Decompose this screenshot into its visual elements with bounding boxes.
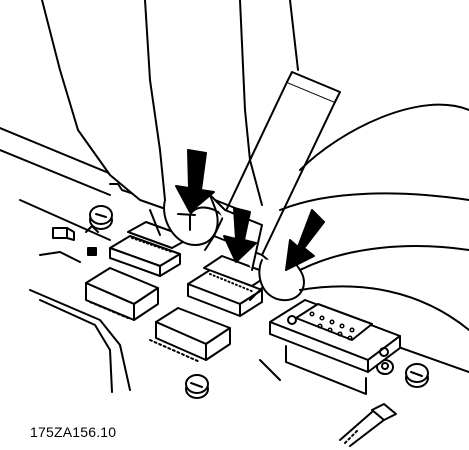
right-hand (240, 0, 469, 330)
screw-top-left (90, 206, 112, 229)
chip-right (150, 308, 230, 362)
screw-bottom-left (186, 375, 208, 398)
chip-left (86, 268, 158, 320)
dsub-connector (270, 300, 400, 394)
figure-code-label: 175ZA156.10 (30, 424, 117, 440)
dsub-pins (310, 312, 354, 340)
arrow-down-left (176, 150, 214, 212)
screw-bottom-right (406, 364, 428, 387)
latch-bottom-right (340, 404, 396, 446)
arrow-down-middle (224, 208, 256, 262)
small-components (53, 226, 98, 255)
connector-header-right (188, 256, 270, 316)
arrow-down-right (286, 210, 324, 270)
